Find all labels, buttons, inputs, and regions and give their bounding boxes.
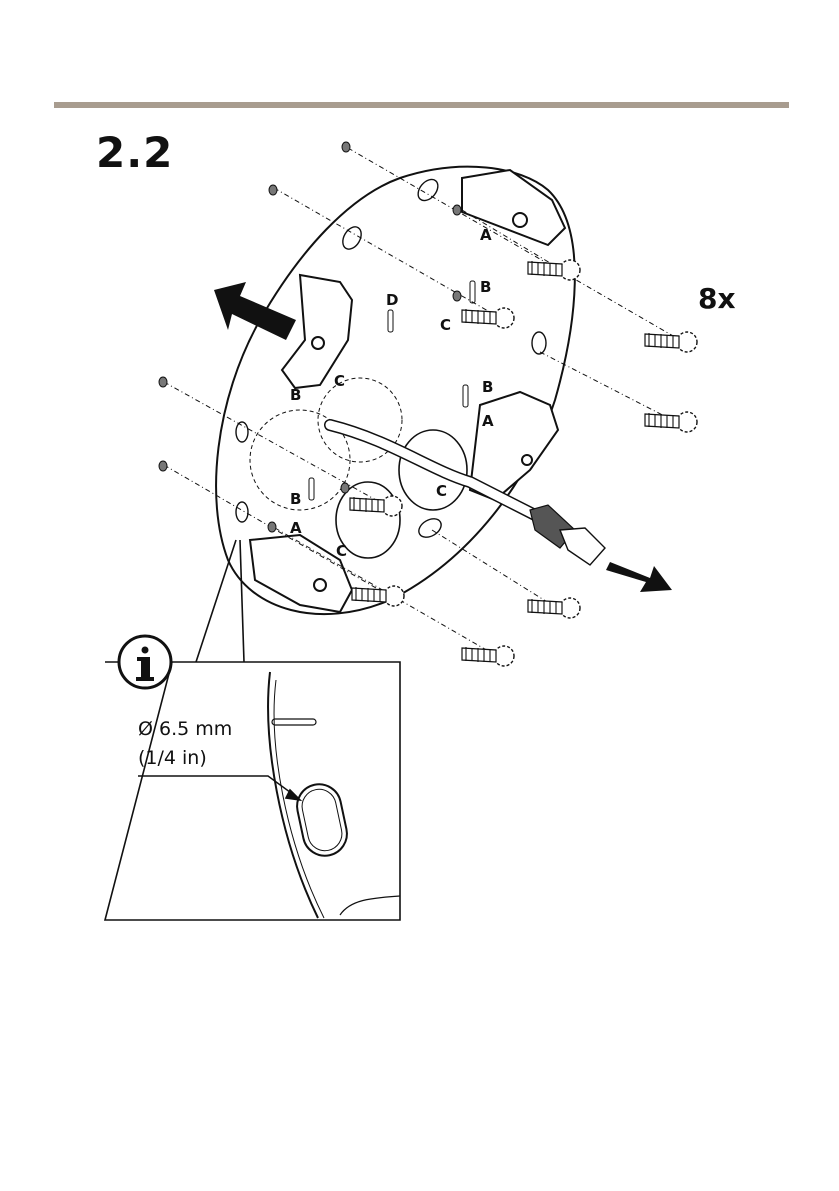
info-icon bbox=[119, 636, 171, 688]
hole-diameter-in: (1/4 in) bbox=[138, 749, 207, 768]
hole-diameter-mm: Ø 6.5 mm bbox=[138, 720, 232, 739]
